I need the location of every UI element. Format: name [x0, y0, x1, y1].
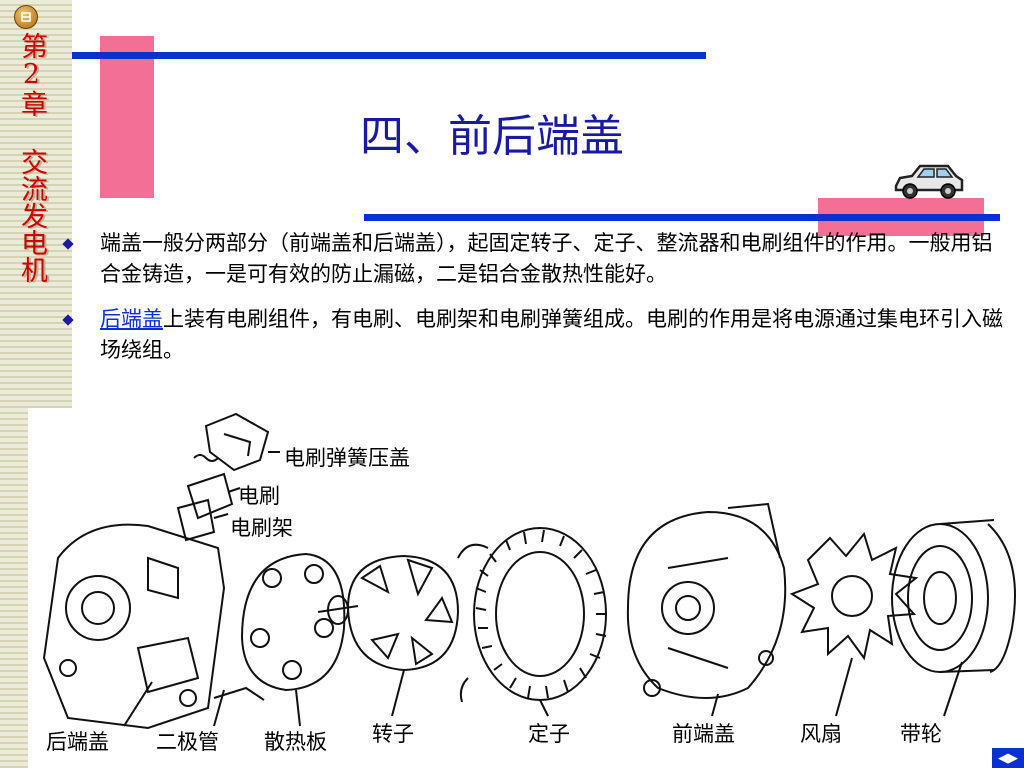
label-pulley: 带轮 [900, 722, 942, 746]
rear-cover-link[interactable]: 后端盖 [100, 307, 163, 331]
label-front-cover: 前端盖 [672, 722, 735, 746]
label-brush: 电刷 [238, 484, 280, 508]
bullet-item: 后端盖上装有电刷组件，有电刷、电刷架和电刷弹簧组成。电刷的作用是将电源通过集电环… [60, 304, 1012, 366]
bullet-item: 端盖一般分两部分（前端盖和后端盖），起固定转子、定子、整流器和电刷组件的作用。一… [60, 228, 1012, 290]
label-stator: 定子 [528, 722, 570, 746]
label-diode: 二极管 [156, 730, 219, 754]
label-brush-holder: 电刷架 [230, 516, 293, 540]
label-rear-cover: 后端盖 [46, 730, 109, 754]
slide-title: 四、前后端盖 [360, 111, 624, 162]
label-brush-spring-cover: 电刷弹簧压盖 [284, 446, 410, 470]
decor-blue-top-line [72, 52, 706, 59]
decor-pink-vertical-bar [100, 36, 154, 198]
bullet-text: 上装有电刷组件，有电刷、电刷架和电刷弹簧组成。电刷的作用是将电源通过集电环引入磁… [100, 307, 1003, 362]
home-icon[interactable] [14, 5, 38, 29]
label-rotor: 转子 [372, 722, 414, 746]
bullet-list: 端盖一般分两部分（前端盖和后端盖），起固定转子、定子、整流器和电刷组件的作用。一… [60, 228, 1012, 380]
bullet-text: 端盖一般分两部分（前端盖和后端盖），起固定转子、定子、整流器和电刷组件的作用。一… [100, 231, 993, 286]
decor-blue-bottom-line [364, 214, 1000, 221]
chapter-title: 第2章 交流发电机 [16, 32, 47, 283]
label-fan: 风扇 [800, 722, 842, 746]
label-heat-sink: 散热板 [264, 730, 327, 754]
alternator-exploded-diagram: 电刷弹簧压盖 电刷 电刷架 后端盖 二极管 散热板 转子 定子 前端盖 风扇 带… [28, 408, 1024, 768]
nav-arrow-icon[interactable]: ◀▶ [992, 748, 1024, 768]
diagram-drawing [42, 412, 1016, 730]
bullet-diamond-icon [62, 238, 74, 250]
bullet-diamond-icon [62, 314, 74, 326]
car-icon [894, 164, 964, 199]
